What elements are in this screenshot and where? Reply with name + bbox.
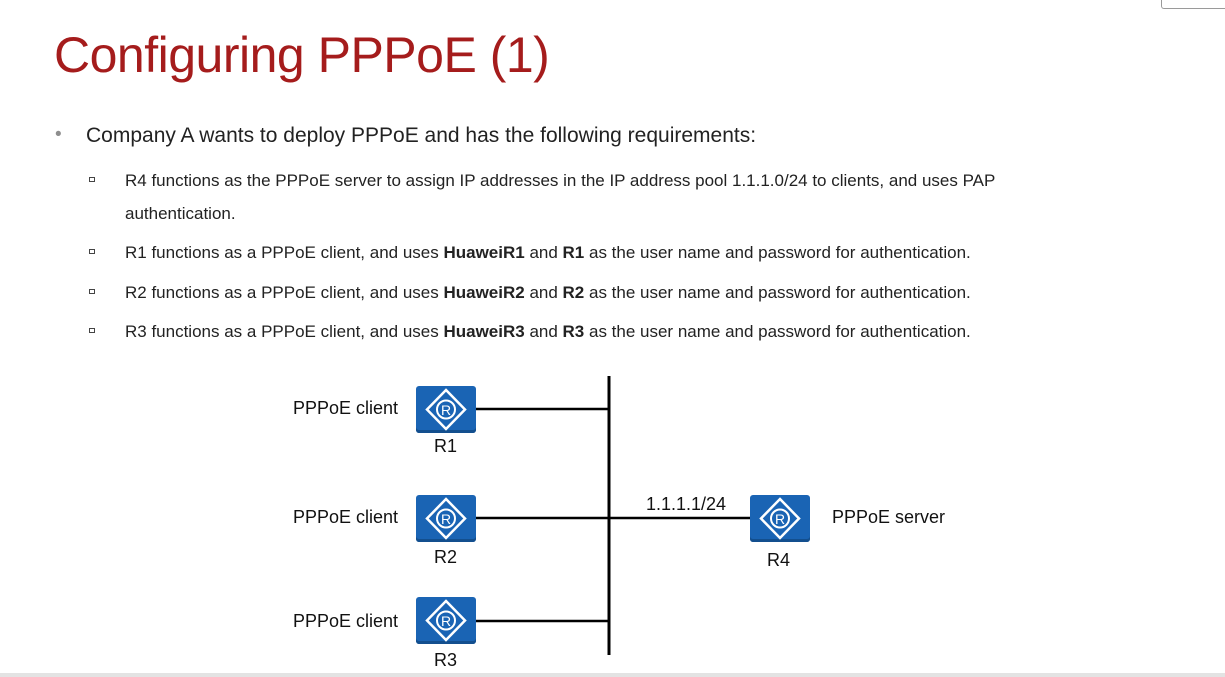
sub-bullet-icon bbox=[89, 177, 95, 182]
username: HuaweiR2 bbox=[443, 283, 525, 302]
router-r3-icon: R bbox=[416, 597, 476, 644]
password: R3 bbox=[562, 322, 585, 341]
role-label-r4: PPPoE server bbox=[832, 507, 946, 527]
router-name-r2: R2 bbox=[434, 547, 458, 567]
intro-text: Company A wants to deploy PPPoE and has … bbox=[86, 124, 757, 147]
sub-bullet-icon bbox=[89, 328, 95, 333]
role-label-r1: PPPoE client bbox=[293, 398, 399, 418]
role-label-r2: PPPoE client bbox=[293, 507, 399, 527]
sub-bullet-icon bbox=[89, 289, 95, 294]
svg-text:R: R bbox=[441, 511, 451, 527]
horizontal-scrollbar[interactable] bbox=[0, 673, 1225, 677]
page-title: Configuring PPPoE (1) bbox=[54, 27, 550, 83]
svg-text:R: R bbox=[441, 402, 451, 418]
router-r4-icon: R bbox=[750, 495, 810, 542]
server-ip-label: 1.1.1.1/24 bbox=[646, 494, 727, 514]
role-label-r3: PPPoE client bbox=[293, 611, 399, 631]
sub-bullet-icon bbox=[89, 249, 95, 254]
router-name-r1: R1 bbox=[434, 436, 458, 456]
bullet-dot: • bbox=[55, 124, 62, 145]
password: R1 bbox=[562, 243, 585, 262]
requirement-text: R1 functions as a PPPoE client, and uses… bbox=[125, 243, 971, 262]
router-name-r4: R4 bbox=[767, 550, 791, 570]
router-name-r3: R3 bbox=[434, 650, 458, 670]
window-corner-control bbox=[1161, 0, 1225, 9]
username: HuaweiR1 bbox=[443, 243, 525, 262]
requirement-text-line2: authentication. bbox=[125, 204, 236, 223]
svg-text:R: R bbox=[775, 511, 785, 527]
password: R2 bbox=[562, 283, 585, 302]
router-r2-icon: R bbox=[416, 495, 476, 542]
username: HuaweiR3 bbox=[443, 322, 525, 341]
requirement-text: R3 functions as a PPPoE client, and uses… bbox=[125, 322, 971, 341]
requirement-text-line1: R4 functions as the PPPoE server to assi… bbox=[125, 171, 996, 190]
svg-text:R: R bbox=[441, 613, 451, 629]
requirement-text: R2 functions as a PPPoE client, and uses… bbox=[125, 283, 971, 302]
router-r1-icon: R bbox=[416, 386, 476, 433]
